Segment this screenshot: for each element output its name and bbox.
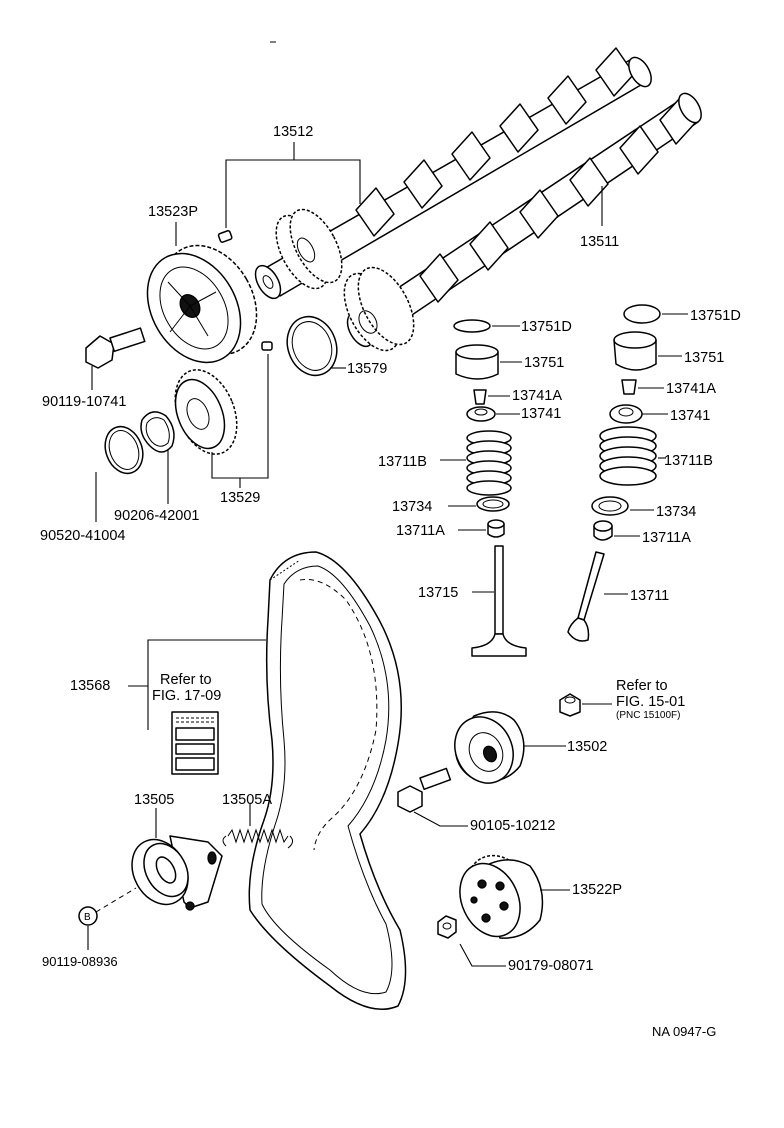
ref2-text-line3: (PNC 15100F) bbox=[616, 710, 680, 721]
label-90119-08936: 90119-08936 bbox=[42, 954, 118, 969]
valve-spring-13711B-left[interactable] bbox=[466, 430, 512, 496]
label-13522P: 13522P bbox=[572, 882, 622, 898]
marker-b: B bbox=[84, 912, 91, 923]
label-13512: 13512 bbox=[273, 124, 313, 140]
ref2-text-line1: Refer to bbox=[616, 678, 668, 694]
label-13711A-left: 13711A bbox=[396, 523, 445, 539]
label-13751-left: 13751 bbox=[524, 355, 564, 371]
valve-retainer-13741-right[interactable] bbox=[609, 404, 643, 424]
intake-valve-13711[interactable] bbox=[567, 551, 605, 642]
gear-pin[interactable] bbox=[261, 341, 273, 351]
label-13529: 13529 bbox=[220, 490, 260, 506]
valve-stem-seal-13711A-left[interactable] bbox=[487, 519, 505, 538]
camshaft-upper[interactable] bbox=[250, 47, 655, 303]
valve-spring-seat-13734-right[interactable] bbox=[591, 496, 629, 516]
snap-ring-13579[interactable] bbox=[279, 310, 345, 383]
bolt-90105-10212[interactable] bbox=[397, 767, 452, 813]
reference-fig-15-01[interactable]: Refer to FIG. 15-01 (PNC 15100F) bbox=[559, 678, 685, 721]
label-13741-left: 13741 bbox=[521, 406, 561, 422]
valve-lifter-13751-left[interactable] bbox=[455, 344, 499, 380]
valve-keeper-13741A-left[interactable] bbox=[473, 389, 487, 405]
label-13734-left: 13734 bbox=[392, 499, 432, 515]
camshaft-timing-pulley[interactable] bbox=[129, 229, 276, 379]
ref-text-line1: Refer to bbox=[160, 672, 212, 688]
label-13568: 13568 bbox=[70, 678, 110, 694]
label-13741A-right: 13741A bbox=[666, 381, 716, 397]
label-13523P: 13523P bbox=[148, 204, 198, 220]
figure-code: NA 0947-G bbox=[652, 1024, 716, 1039]
label-13741A-left: 13741A bbox=[512, 388, 562, 404]
label-13734-right: 13734 bbox=[656, 504, 696, 520]
valve-lifter-13751-right[interactable] bbox=[613, 331, 657, 371]
exhaust-valve-13715[interactable] bbox=[471, 545, 527, 657]
valve-spring-13711B-right[interactable] bbox=[599, 426, 657, 486]
label-90206-42001: 90206-42001 bbox=[114, 508, 199, 524]
valve-stem-seal-13711A-right[interactable] bbox=[593, 520, 613, 541]
camshaft-lower[interactable] bbox=[342, 90, 705, 351]
label-13505A: 13505A bbox=[222, 792, 272, 808]
label-13711B-left: 13711B bbox=[378, 454, 427, 470]
ref-text-line2: FIG. 17-09 bbox=[152, 688, 221, 704]
camshaft-sub-gear[interactable] bbox=[164, 361, 249, 464]
bolt-90119-08936[interactable]: B bbox=[78, 906, 98, 926]
label-13511: 13511 bbox=[580, 234, 619, 250]
label-13502: 13502 bbox=[567, 739, 607, 755]
camshaft-gear-upper[interactable] bbox=[266, 201, 353, 296]
label-90119-10741: 90119-10741 bbox=[42, 394, 126, 410]
callout-13512: 13512 bbox=[225, 124, 361, 228]
reference-fig-17-09[interactable]: Refer to FIG. 17-09 bbox=[152, 672, 221, 775]
label-13711: 13711 bbox=[630, 588, 669, 604]
tensioner-pulley-13505[interactable] bbox=[121, 830, 223, 914]
valve-shim-13751D-right[interactable] bbox=[623, 304, 661, 324]
cam-lobe bbox=[355, 47, 635, 237]
label-13751-right: 13751 bbox=[684, 350, 724, 366]
camshaft-key-upper[interactable] bbox=[217, 230, 233, 243]
washer-90206-42001[interactable] bbox=[140, 411, 175, 453]
ref2-text-line2: FIG. 15-01 bbox=[616, 694, 685, 710]
label-13715: 13715 bbox=[418, 585, 458, 601]
camshaft-gear-lower[interactable] bbox=[333, 259, 425, 360]
label-90179-08071: 90179-08071 bbox=[508, 958, 593, 974]
ref-label-card bbox=[171, 711, 219, 775]
bolt-90179-08071[interactable] bbox=[437, 915, 457, 939]
plug-bolt-icon bbox=[559, 693, 581, 717]
valve-spring-seat-13734-left[interactable] bbox=[476, 496, 510, 512]
timing-belt-13568[interactable] bbox=[248, 551, 407, 1010]
label-13751D-left: 13751D bbox=[521, 319, 572, 335]
tension-spring-13505A[interactable] bbox=[222, 828, 294, 849]
o-ring-90520-41004[interactable] bbox=[99, 421, 149, 478]
label-13741-right: 13741 bbox=[670, 408, 710, 424]
callout-13511: 13511 bbox=[580, 186, 619, 250]
idler-pulley-13502[interactable] bbox=[444, 707, 525, 792]
label-13579: 13579 bbox=[347, 361, 387, 377]
cam-lobe bbox=[419, 97, 697, 303]
valve-shim-13751D-left[interactable] bbox=[453, 319, 491, 333]
label-13711A-right: 13711A bbox=[642, 530, 691, 546]
valve-keeper-13741A-right[interactable] bbox=[621, 379, 637, 395]
bolt-90119-10741[interactable] bbox=[85, 327, 146, 369]
label-13751D-right: 13751D bbox=[690, 308, 741, 324]
label-13505: 13505 bbox=[134, 792, 174, 808]
label-13711B-right: 13711B bbox=[664, 453, 713, 469]
crankshaft-timing-pulley-13522P[interactable] bbox=[449, 844, 547, 947]
label-90520-41004: 90520-41004 bbox=[40, 528, 125, 544]
label-90105-10212: 90105-10212 bbox=[470, 818, 555, 834]
valve-retainer-13741-left[interactable] bbox=[466, 406, 496, 422]
